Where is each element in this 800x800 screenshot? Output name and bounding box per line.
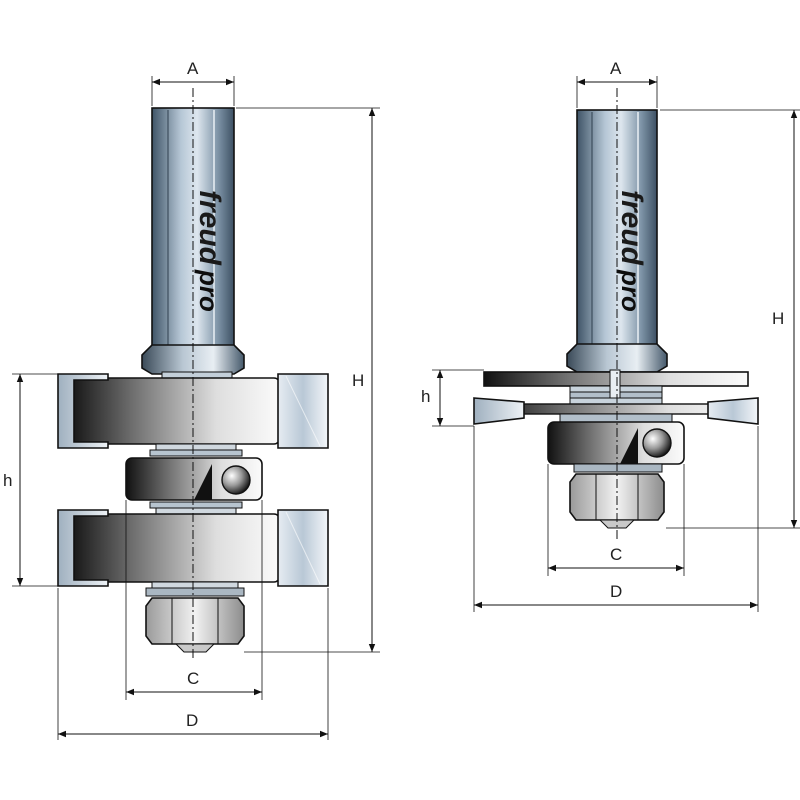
left-router-bit: freud pro (57, 88, 329, 660)
left-dim-label-C: C (187, 669, 199, 688)
left-upper-tip-left (57, 373, 109, 449)
right-dimensions: A H h C D (421, 59, 800, 612)
left-upper-cutter (67, 377, 281, 445)
svg-text:pro: pro (616, 269, 646, 312)
right-freud-logo: freud pro (615, 190, 648, 312)
right-dim-label-A: A (610, 59, 622, 78)
left-dim-label-H: H (352, 371, 364, 390)
svg-text:freud: freud (193, 190, 226, 266)
right-router-bit: freud pro (473, 88, 759, 540)
left-hex-nut (145, 597, 245, 645)
left-lower-tip-left (57, 509, 109, 587)
right-tip-left (473, 397, 525, 425)
left-dim-label-A: A (187, 59, 199, 78)
left-dim-label-D: D (186, 711, 198, 730)
left-dimensions: A H h C D (3, 59, 380, 740)
right-bearing-ball (642, 428, 672, 458)
right-dim-label-D: D (610, 582, 622, 601)
svg-text:pro: pro (194, 269, 224, 312)
right-dim-label-h: h (421, 387, 430, 406)
right-dim-label-H: H (772, 309, 784, 328)
right-tip-right (707, 397, 759, 425)
left-shank-collar (141, 344, 245, 375)
left-bearing-ball (221, 465, 251, 495)
left-lower-cutter (67, 513, 281, 583)
right-dim-label-C: C (610, 545, 622, 564)
left-freud-logo: freud pro (193, 190, 226, 312)
left-dim-label-h: h (3, 471, 12, 490)
svg-text:freud: freud (615, 190, 648, 266)
